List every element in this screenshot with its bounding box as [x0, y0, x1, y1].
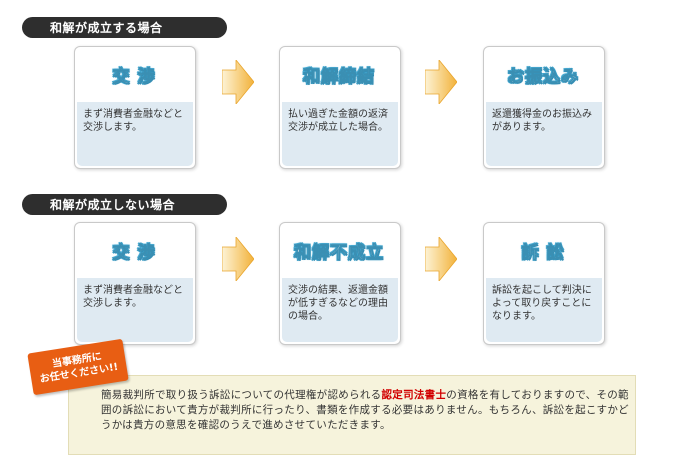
step-title: お振込み [507, 67, 579, 88]
step-description: まず消費者金融などと交渉します。 [77, 102, 193, 166]
step-card-header: 和解不成立 [280, 223, 398, 278]
arrow-right-icon [222, 237, 254, 281]
step-title: 和解締結 [303, 67, 375, 88]
step-card-lawsuit: 訴 訟 訴訟を起こして判決によって取り戻すことになります。 [483, 222, 605, 345]
arrow-right-icon [222, 60, 254, 104]
step-title: 和解不成立 [294, 243, 384, 264]
arrow-right-icon [425, 60, 457, 104]
step-card-header: お振込み [484, 47, 602, 102]
note-highlight: 認定司法書士 [381, 389, 447, 401]
step-description: 返還獲得金のお振込みがあります。 [486, 102, 602, 166]
step-card-header: 交 渉 [75, 223, 193, 278]
section-heading-not-settled: 和解が成立しない場合 [22, 194, 227, 215]
step-card-settlement: 和解締結 払い過ぎた金額の返済交渉が成立した場合。 [279, 46, 401, 169]
step-description: 交渉の結果、返還金額が低すぎるなどの理由の場合。 [282, 278, 398, 342]
step-card-no-settlement: 和解不成立 交渉の結果、返還金額が低すぎるなどの理由の場合。 [279, 222, 401, 345]
section-heading-settled: 和解が成立する場合 [22, 17, 227, 38]
step-card-negotiation: 交 渉 まず消費者金融などと交渉します。 [74, 46, 196, 169]
step-card-header: 交 渉 [75, 47, 193, 102]
step-title: 交 渉 [112, 243, 156, 264]
note-text-after: の資格を有しておりますので、その範囲の訴訟において貴方が裁判所に行ったり、書類を… [101, 389, 629, 431]
step-description: 訴訟を起こして判決によって取り戻すことになります。 [486, 278, 602, 342]
step-description: 払い過ぎた金額の返済交渉が成立した場合。 [282, 102, 398, 166]
step-card-negotiation: 交 渉 まず消費者金融などと交渉します。 [74, 222, 196, 345]
section-heading-label: 和解が成立しない場合 [50, 198, 176, 212]
note-box: 簡易裁判所で取り扱う訴訟についての代理権が認められる認定司法書士の資格を有してお… [68, 375, 636, 455]
step-card-header: 訴 訟 [484, 223, 602, 278]
note-text: 簡易裁判所で取り扱う訴訟についての代理権が認められる認定司法書士の資格を有してお… [101, 388, 629, 433]
step-title: 訴 訟 [521, 243, 565, 264]
note-text-before: 簡易裁判所で取り扱う訴訟についての代理権が認められる [101, 389, 382, 401]
arrow-right-icon [425, 237, 457, 281]
step-description: まず消費者金融などと交渉します。 [77, 278, 193, 342]
step-title: 交 渉 [112, 67, 156, 88]
section-heading-label: 和解が成立する場合 [50, 21, 163, 35]
step-card-transfer: お振込み 返還獲得金のお振込みがあります。 [483, 46, 605, 169]
step-card-header: 和解締結 [280, 47, 398, 102]
